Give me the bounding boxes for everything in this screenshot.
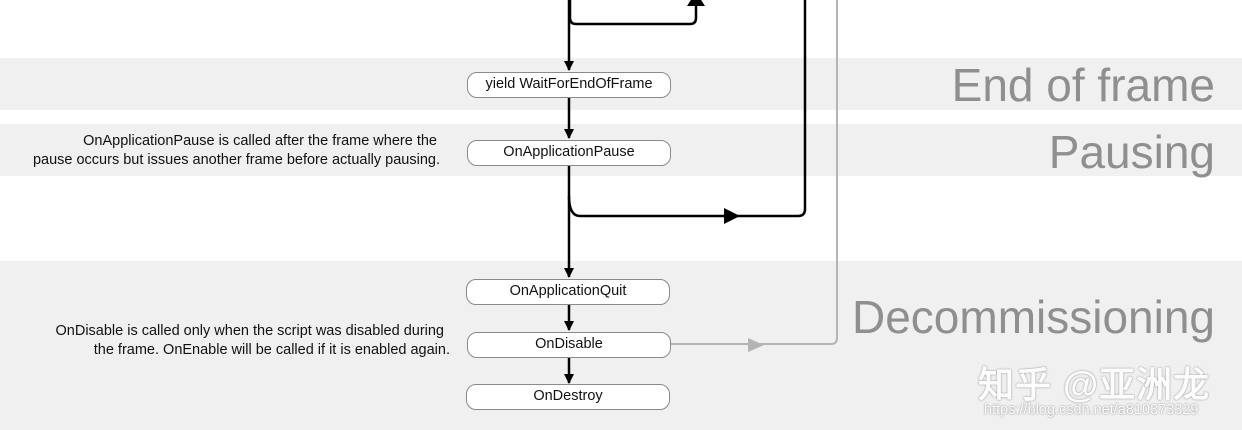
- node-yield-wait-for-end-of-frame: yield WaitForEndOfFrame: [467, 72, 671, 98]
- node-on-application-pause: OnApplicationPause: [467, 140, 671, 166]
- node-on-destroy: OnDestroy: [466, 384, 670, 410]
- pause-note: OnApplicationPause is called after the f…: [33, 132, 440, 170]
- loop-back-arrow: [568, 0, 698, 26]
- node-on-disable: OnDisable: [467, 332, 671, 358]
- section-title-end-of-frame: End of frame: [951, 59, 1215, 111]
- disable-note: OnDisable is called only when the script…: [56, 322, 450, 360]
- pause-note-line-2: pause occurs but issues another frame be…: [32, 152, 440, 168]
- node-on-application-quit: OnApplicationQuit: [466, 279, 670, 305]
- pause-loop-arrow: [567, 0, 807, 218]
- section-title-pausing: Pausing: [1048, 126, 1215, 178]
- pause-loop-arrowhead: [724, 208, 740, 224]
- disable-gray-arrowhead: [748, 338, 764, 352]
- disable-gray-arrow: [670, 0, 838, 345]
- disable-note-line-2: the frame. OnEnable will be called if it…: [93, 342, 450, 358]
- watermark-brand: 知乎 @亚洲龙: [978, 364, 1211, 405]
- pause-note-line-1: OnApplicationPause is called after the f…: [83, 133, 437, 149]
- disable-note-line-1: OnDisable is called only when the script…: [55, 323, 444, 339]
- loop-back-arrowhead: [687, 0, 705, 6]
- watermark-url: https://blog.csdn.net/a810373329: [984, 402, 1199, 418]
- section-title-decommissioning: Decommissioning: [851, 291, 1215, 343]
